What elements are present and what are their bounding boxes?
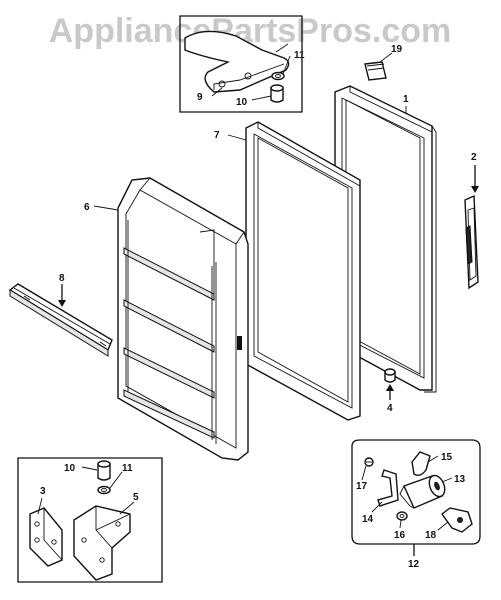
callout-10-bottom: 10 [64,463,76,474]
callout-10-top: 10 [236,97,248,108]
breaker-strip [8,283,113,357]
nut-16 [396,511,408,521]
callout-17: 17 [356,481,368,492]
callout-9: 9 [197,92,203,103]
door-bumper [384,368,396,383]
callout-12: 12 [408,559,420,570]
callout-11-top: 11 [294,50,305,61]
hinge-bracket-5 [73,505,131,581]
callout-18: 18 [425,530,437,541]
callout-2: 2 [471,152,477,163]
callout-15: 15 [441,452,453,463]
top-hinge-inset [179,15,303,113]
bottom-bushing [97,463,111,481]
lock-kit-inset [351,439,481,545]
callout-3: 3 [40,486,46,497]
callout-7: 7 [214,130,220,141]
bottom-washer [97,485,111,495]
callout-6: 6 [84,202,90,213]
callout-4: 4 [387,403,393,414]
bottom-hinge-inset [17,457,163,583]
callout-19: 19 [391,44,403,55]
callout-5: 5 [133,492,139,503]
callout-1: 1 [403,94,409,105]
top-washer [271,71,285,81]
lock-pawl [411,451,431,477]
callout-16: 16 [394,530,406,541]
inner-door-liner [117,177,249,461]
label-plate [364,61,387,81]
callout-8: 8 [59,273,65,284]
callout-13: 13 [454,474,466,485]
door-handle [464,194,479,290]
hinge-bracket-3 [29,507,63,567]
callout-14: 14 [362,514,374,525]
cam-spring [377,469,399,507]
top-bushing [270,87,284,103]
top-hinge-plate [184,30,290,93]
callout-11-bottom: 11 [122,463,133,474]
